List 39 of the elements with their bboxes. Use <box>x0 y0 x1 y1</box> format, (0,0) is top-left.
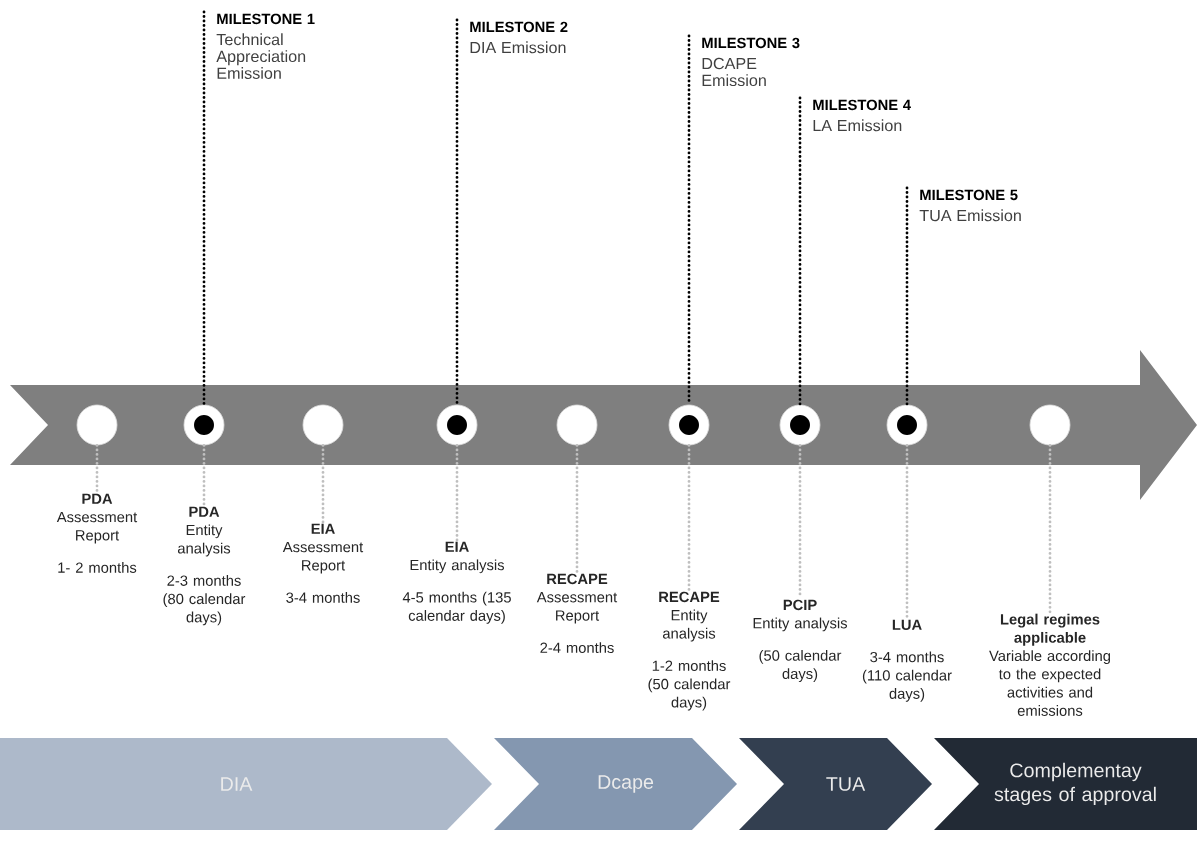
stage-label: RECAPE Entity analysis 1-2 months (50 calendar days) <box>648 591 731 711</box>
leader-line <box>321 444 325 524</box>
stage-banner: Complementay stages of approval <box>934 738 1197 830</box>
milestone-label: MILESTONE 2 DIA Emission <box>470 21 568 54</box>
timeline-marker <box>302 404 344 446</box>
leader-line <box>202 444 206 507</box>
milestone-label: MILESTONE 3 DCAPE Emission <box>702 37 800 87</box>
timeline-marker <box>886 404 928 446</box>
stage-label: PCIP Entity analysis (50 calendar days) <box>753 599 848 682</box>
milestone-label: MILESTONE 1 Technical Appreciation Emission <box>216 13 315 79</box>
stage-label: Legal regimes applicable Variable according to the expected activities and emissions <box>989 613 1110 716</box>
timeline-marker <box>76 404 118 446</box>
leader-line <box>798 96 802 406</box>
timeline-marker <box>183 404 225 446</box>
leader-line <box>905 444 909 620</box>
leader-line <box>455 444 459 542</box>
stage-label: PDA Assessment Report 1- 2 months <box>56 493 138 573</box>
leader-line <box>1048 444 1052 614</box>
timeline-marker <box>556 404 598 446</box>
stage-banner: TUA <box>739 738 932 830</box>
stage-label: RECAPE Assessment Report 2-4 months <box>536 573 618 654</box>
stage-banner: Dcape <box>494 738 737 830</box>
timeline-marker <box>436 404 478 446</box>
leader-line <box>455 18 459 406</box>
leader-line <box>905 186 909 406</box>
milestone-label: MILESTONE 5 TUA Emission <box>919 189 1021 222</box>
stage-label: PDA Entity analysis 2-3 months (80 calendar days) <box>163 506 246 626</box>
stage-label: LUA 3-4 months (110 calendar days) <box>862 619 952 702</box>
stage-label: EIA Assessment Report 3-4 months <box>282 523 364 603</box>
leader-line <box>95 444 99 494</box>
timeline-marker <box>779 404 821 446</box>
timeline-marker <box>668 404 710 446</box>
stage-banner: DIA <box>0 738 492 830</box>
timeline-marker <box>1029 404 1071 446</box>
milestone-label: MILESTONE 4 LA Emission <box>813 99 911 132</box>
leader-line <box>202 10 206 406</box>
leader-line <box>575 444 579 574</box>
leader-line <box>687 444 691 592</box>
stage-label: EIA Entity analysis 4-5 months (135 calendar days) <box>402 541 511 624</box>
